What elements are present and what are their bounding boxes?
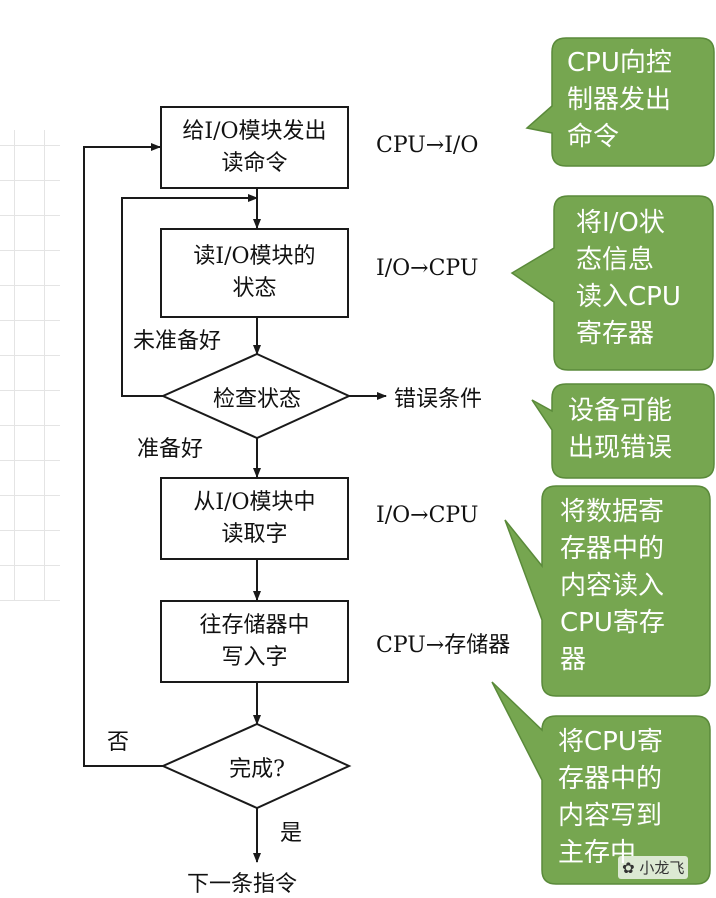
check-status-text: 检查状态	[212, 387, 301, 412]
label-no: 否	[107, 730, 130, 755]
step-write-line-2: 写入字	[221, 644, 288, 670]
step-send-line-1: 给I/O模块发出	[182, 118, 327, 144]
callout-bubble-1	[525, 37, 715, 167]
step-status-line-1: 读I/O模块的	[193, 244, 316, 269]
transfer-io-to-cpu-2: I/O→CPU	[376, 503, 479, 528]
step-read-word-line-2: 读取字	[221, 521, 288, 547]
step-read-status-box: 读I/O模块的状态	[160, 228, 349, 318]
watermark-text: 小龙飞	[639, 859, 685, 877]
done-diamond	[160, 722, 352, 810]
transfer-cpu-to-io: CPU→I/O	[376, 133, 479, 158]
step-read-word-line-1: 从I/O模块中	[193, 489, 316, 515]
arrow-no-loop	[83, 143, 163, 767]
watermark-icon: ✿	[622, 859, 640, 877]
callout-bubble-4	[504, 485, 711, 697]
callout-text-5: 将CPU寄 存器中的 内容写到 主存中	[558, 727, 663, 868]
label-error-condition: 错误条件	[394, 387, 483, 412]
transfer-cpu-to-memory: CPU→存储器	[376, 633, 511, 658]
callout-bubble-2	[510, 195, 714, 371]
watermark: ✿ 小龙飞	[618, 856, 689, 879]
step-send-line-2: 读命令	[221, 150, 288, 176]
callout-text-1: CPU向控 制器发出 命令	[567, 48, 672, 152]
label-ready: 准备好	[137, 437, 204, 462]
step-status-line-2: 状态	[232, 276, 277, 301]
label-not-ready: 未准备好	[133, 329, 222, 354]
step-send-read-command-box: 给I/O模块发出读命令	[160, 106, 349, 189]
callout-text-4: 将数据寄 存器中的 内容读入 CPU寄存 器	[560, 497, 665, 675]
step-read-word-box: 从I/O模块中读取字	[160, 477, 349, 560]
background-grid	[0, 0, 60, 898]
transfer-io-to-cpu-1: I/O→CPU	[376, 256, 479, 281]
check-status-diamond	[160, 352, 352, 440]
callout-bubble-5	[491, 681, 711, 885]
callout-bubble-3	[531, 383, 715, 479]
label-next-instruction: 下一条指令	[187, 872, 298, 897]
label-yes: 是	[280, 821, 303, 846]
arrow-not-ready-loop	[121, 194, 258, 397]
step-write-memory-box: 往存储器中写入字	[160, 600, 349, 683]
done-text: 完成?	[229, 757, 285, 782]
callout-text-3: 设备可能 出现错误	[568, 396, 673, 463]
step-write-line-1: 往存储器中	[199, 612, 310, 638]
callout-text-2: 将I/O状 态信息 读入CPU 寄存器	[576, 208, 681, 349]
